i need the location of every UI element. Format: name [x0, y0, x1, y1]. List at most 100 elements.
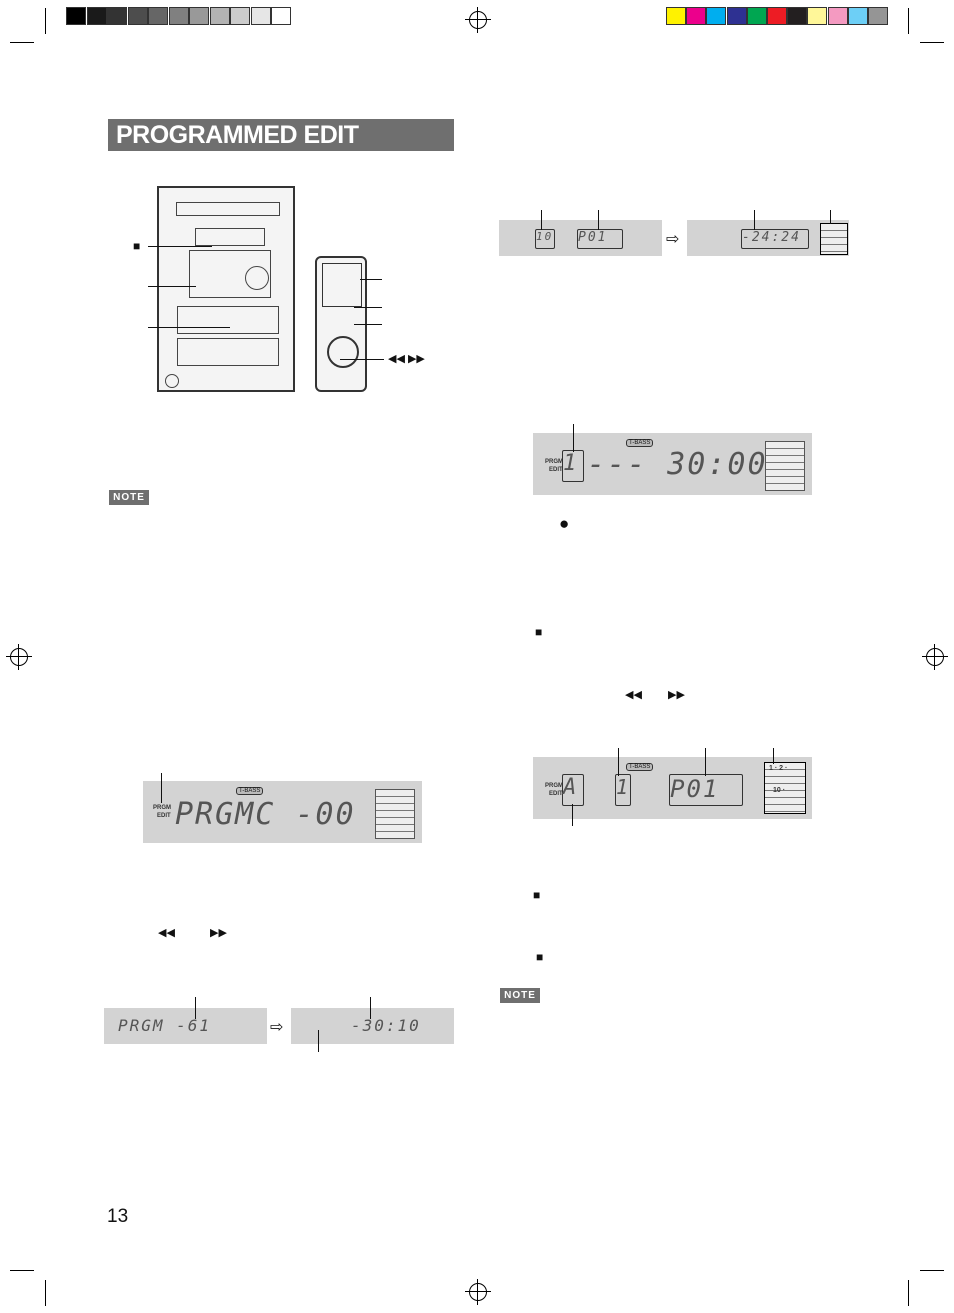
leader-line	[161, 773, 162, 803]
page-number: 13	[107, 1206, 129, 1227]
note-badge: NOTE	[500, 988, 540, 1003]
leader-line	[598, 210, 599, 230]
lcd-text: P01	[669, 774, 743, 806]
gray-swatch	[271, 7, 291, 25]
registration-mark-icon	[6, 644, 32, 670]
disc-track-label: 1 · 2 ·	[769, 765, 788, 772]
tbass-indicator: T-BASS	[236, 787, 264, 795]
gray-swatch	[189, 7, 209, 25]
leader-line	[354, 307, 382, 308]
leader-line	[354, 324, 382, 325]
gray-swatch	[66, 7, 86, 25]
gray-swatch	[127, 7, 148, 25]
leader-line	[370, 997, 371, 1019]
stop-icon: ■	[533, 888, 541, 902]
crop-mark	[45, 8, 46, 34]
disc-indicator	[820, 223, 848, 255]
lcd-text: -30:10	[351, 1016, 421, 1035]
lcd-display-time: -30:10	[291, 1008, 454, 1044]
stereo-unit-illustration	[157, 186, 295, 392]
gray-swatch	[168, 7, 189, 25]
lcd-display-prgm: PRGM -61	[104, 1008, 267, 1044]
prgm-label: PRGM	[153, 805, 171, 811]
leader-line	[318, 1030, 319, 1052]
leader-line	[541, 210, 542, 230]
crop-mark	[908, 1280, 909, 1306]
gray-swatch	[148, 7, 168, 25]
disc-indicator	[375, 789, 415, 839]
lcd-text: --- 30:00	[587, 447, 768, 482]
leader-line	[148, 286, 196, 287]
lcd-text: -24:24	[741, 229, 809, 249]
rewind-icon: ◀◀	[158, 927, 175, 939]
color-swatch	[827, 7, 848, 25]
fast-forward-icon: ▶▶	[210, 927, 227, 939]
lcd-display-time: -24:24	[687, 220, 849, 256]
lcd-text: 1	[615, 774, 631, 806]
edit-label: EDIT	[157, 813, 171, 819]
gray-swatch	[250, 7, 271, 25]
leader-line	[572, 804, 573, 826]
color-swatch	[868, 7, 888, 25]
crop-mark	[908, 8, 909, 34]
rewind-icon: ◀◀	[625, 689, 642, 701]
edit-label: EDIT	[549, 791, 563, 797]
tbass-indicator: T-BASS	[626, 763, 654, 771]
leader-line	[754, 210, 755, 230]
leader-line	[195, 997, 196, 1019]
arrow-right-icon: ⇨	[666, 231, 680, 248]
color-swatch	[666, 7, 686, 25]
crop-mark	[45, 1280, 46, 1306]
lcd-display-prgmc: PRGM EDIT T-BASS PRGMC -00	[143, 781, 422, 843]
registration-mark-icon	[465, 1279, 491, 1305]
prgm-label: PRGM	[545, 783, 563, 789]
stop-icon: ■	[535, 625, 543, 639]
lcd-text: 1	[562, 450, 584, 482]
crop-mark	[10, 42, 34, 43]
leader-line	[360, 279, 382, 280]
color-swatch	[787, 7, 808, 25]
lcd-display-program-step: A PRGM EDIT 1 T-BASS P01 1 · 2 · 10 ·	[533, 757, 812, 819]
leader-line	[830, 210, 831, 224]
color-swatch	[726, 7, 747, 25]
leader-line	[340, 359, 384, 360]
lcd-text: PRGMC -00	[175, 797, 356, 832]
crop-mark	[920, 1270, 944, 1271]
gray-swatch	[209, 7, 230, 25]
color-swatch	[746, 7, 767, 25]
lcd-display-30-00: 1 PRGM EDIT T-BASS --- 30:00	[533, 433, 812, 495]
color-swatch	[686, 7, 707, 25]
lcd-text: P01	[577, 229, 623, 249]
disc-track-label: 10 ·	[773, 787, 786, 794]
edit-label: EDIT	[549, 467, 563, 473]
crop-mark	[10, 1270, 34, 1271]
lcd-text: PRGM -61	[118, 1016, 212, 1035]
crop-mark	[920, 42, 944, 43]
note-badge: NOTE	[109, 490, 149, 505]
leader-line	[773, 748, 774, 764]
color-swatch	[767, 7, 787, 25]
gray-swatch	[230, 7, 250, 25]
rewind-forward-icon: ◀◀ ▶▶	[388, 353, 425, 365]
leader-line	[573, 424, 574, 452]
tbass-indicator: T-BASS	[626, 439, 654, 447]
gray-swatch	[107, 7, 127, 25]
color-swatch	[847, 7, 868, 25]
color-swatch	[807, 7, 828, 25]
leader-line	[148, 246, 212, 247]
stop-icon: ■	[133, 239, 141, 253]
leader-line	[148, 327, 230, 328]
prgm-label: PRGM	[545, 459, 563, 465]
stop-icon: ■	[536, 950, 544, 964]
disc-indicator: 1 · 2 · 10 ·	[764, 762, 806, 814]
registration-mark-icon	[922, 644, 948, 670]
fast-forward-icon: ▶▶	[668, 689, 685, 701]
color-swatch	[706, 7, 727, 25]
lcd-display-p01: 10 P01	[499, 220, 662, 256]
lcd-text: 10	[535, 229, 555, 249]
record-icon: ●	[559, 514, 570, 533]
registration-mark-icon	[465, 7, 491, 33]
disc-indicator	[765, 441, 805, 491]
page-title: PROGRAMMED EDIT RECORDING	[108, 119, 454, 181]
